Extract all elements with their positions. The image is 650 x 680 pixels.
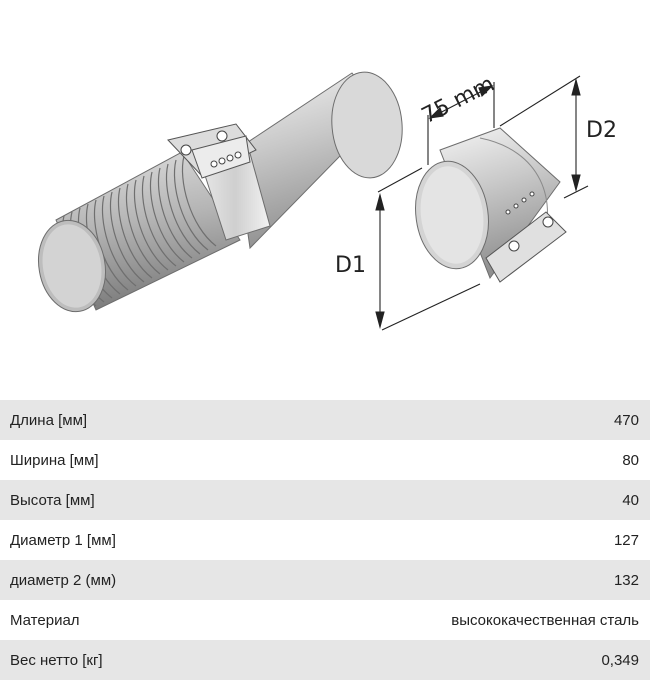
spec-label: диаметр 2 (мм) <box>10 571 117 589</box>
spec-value: 0,349 <box>601 651 639 669</box>
spec-value: 132 <box>613 571 639 589</box>
spec-row-height: Высота [мм] 40 <box>0 480 650 520</box>
spec-value: 40 <box>622 491 639 509</box>
dimension-length-label: 75 mm <box>418 72 499 130</box>
label-d2: D2 <box>586 118 617 143</box>
clamp-connector <box>415 127 567 283</box>
spec-value: 80 <box>622 451 639 469</box>
pipe-clamp <box>167 123 271 241</box>
spec-label: Диаметр 1 [мм] <box>10 531 116 549</box>
spec-row-net-weight: Вес нетто [кг] 0,349 <box>0 640 650 680</box>
corrugated-pipe <box>38 151 241 313</box>
spec-table: Длина [мм] 470 Ширина [мм] 80 Высота [мм… <box>0 400 650 680</box>
spec-value: 470 <box>613 411 639 429</box>
spec-row-diameter-1: Диаметр 1 [мм] 127 <box>0 520 650 560</box>
label-d1: D1 <box>335 253 366 278</box>
spec-label: Материал <box>10 611 80 629</box>
product-figure: 75 mm D1 D2 <box>38 71 617 331</box>
spec-row-diameter-2: диаметр 2 (мм) 132 <box>0 560 650 600</box>
spec-label: Длина [мм] <box>10 411 88 429</box>
spec-value: высококачественная сталь <box>451 611 639 629</box>
spec-label: Вес нетто [кг] <box>10 651 103 669</box>
spec-row-length: Длина [мм] 470 <box>0 400 650 440</box>
dimension-lines <box>375 75 589 331</box>
spec-label: Ширина [мм] <box>10 451 99 469</box>
spec-row-width: Ширина [мм] 80 <box>0 440 650 480</box>
spec-row-material: Материал высококачественная сталь <box>0 600 650 640</box>
product-illustration: 75 mm D1 D2 <box>38 71 617 331</box>
spec-value: 127 <box>613 531 639 549</box>
spec-label: Высота [мм] <box>10 491 95 509</box>
smooth-pipe <box>235 71 403 250</box>
